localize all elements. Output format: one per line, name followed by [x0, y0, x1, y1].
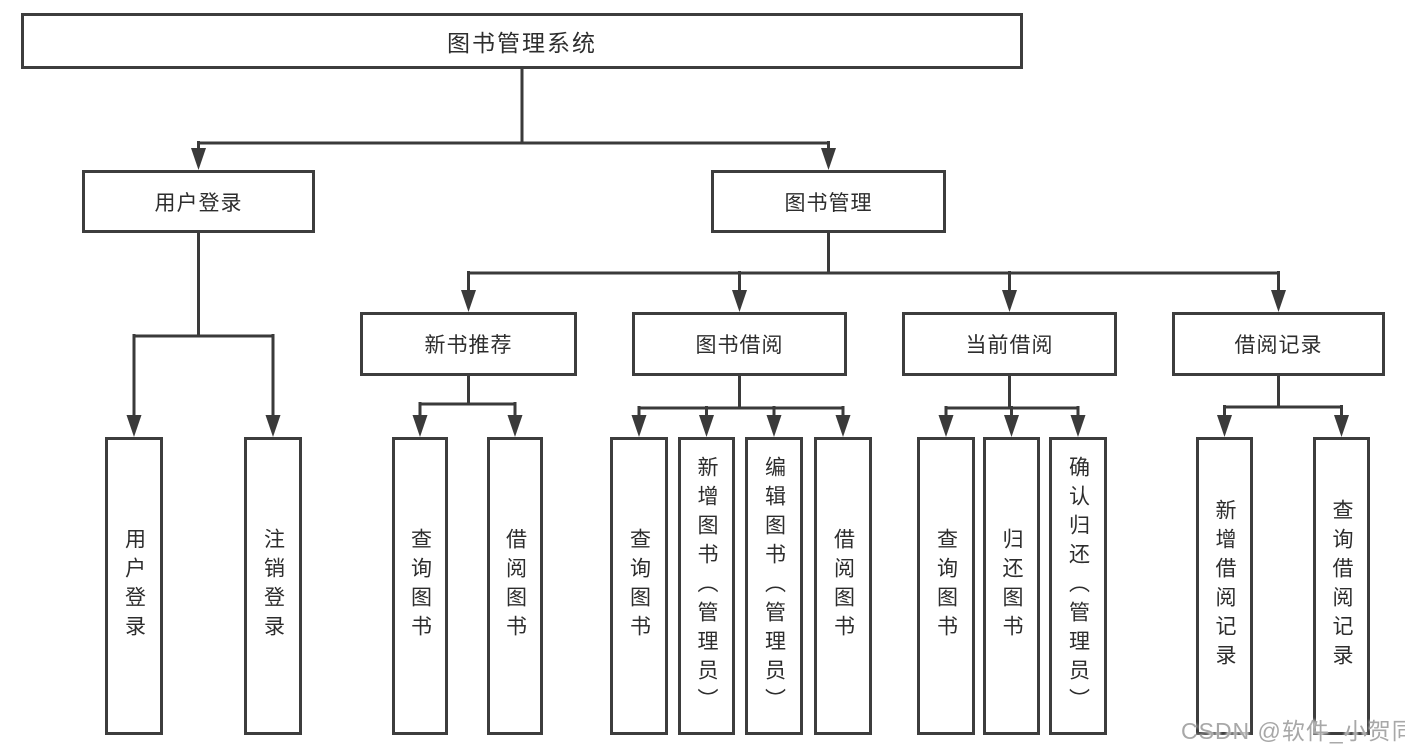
leaf-add-borrow-record: 新增借阅记录 — [1196, 437, 1253, 735]
node-user-login: 用户登录 — [82, 170, 315, 233]
node-label: 借阅记录 — [1234, 334, 1323, 357]
node-label: 归还图书 — [1000, 528, 1023, 644]
node-label: 新增图书（管理员） — [695, 455, 718, 717]
node-label: 查询图书 — [627, 528, 651, 644]
node-new-book-recommendation: 新书推荐 — [360, 312, 577, 376]
leaf-return-books: 归还图书 — [983, 437, 1040, 735]
node-label: 图书管理系统 — [447, 30, 597, 56]
node-label: 图书管理 — [784, 191, 873, 215]
leaf-logout: 注销登录 — [244, 437, 302, 735]
csdn-watermark: CSDN @软件_小贺同学 — [1181, 718, 1405, 744]
node-label: 确认归还（管理员） — [1066, 455, 1090, 717]
node-label: 借阅图书 — [503, 528, 527, 644]
node-label: 注销登录 — [261, 528, 285, 644]
node-book-management: 图书管理 — [711, 170, 946, 233]
node-label: 借阅图书 — [831, 528, 855, 644]
node-label: 新增借阅记录 — [1213, 499, 1236, 673]
leaf-add-books-admin: 新增图书（管理员） — [678, 437, 735, 735]
node-label: 查询图书 — [934, 528, 958, 644]
node-label: 编辑图书（管理员） — [762, 455, 786, 717]
node-book-borrowing: 图书借阅 — [632, 312, 847, 376]
node-label: 当前借阅 — [965, 334, 1054, 357]
leaf-borrow-books-recommend: 借阅图书 — [487, 437, 543, 735]
node-label: 用户登录 — [154, 191, 243, 215]
node-label: 查询图书 — [408, 528, 432, 644]
leaf-query-books-recommend: 查询图书 — [392, 437, 448, 735]
leaf-query-books-borrowing: 查询图书 — [610, 437, 668, 735]
node-library-management-system: 图书管理系统 — [21, 13, 1023, 69]
node-label: 查询借阅记录 — [1330, 499, 1353, 673]
leaf-query-books-current: 查询图书 — [917, 437, 975, 735]
node-label: 用户登录 — [122, 528, 146, 644]
node-label: 新书推荐 — [424, 334, 513, 357]
leaf-edit-books-admin: 编辑图书（管理员） — [745, 437, 803, 735]
leaf-confirm-return-admin: 确认归还（管理员） — [1049, 437, 1107, 735]
node-current-borrowing: 当前借阅 — [902, 312, 1117, 376]
node-label: 图书借阅 — [695, 334, 784, 357]
leaf-query-borrow-record: 查询借阅记录 — [1313, 437, 1370, 735]
leaf-borrow-books-borrowing: 借阅图书 — [814, 437, 872, 735]
node-borrowing-records: 借阅记录 — [1172, 312, 1385, 376]
leaf-user-login: 用户登录 — [105, 437, 163, 735]
